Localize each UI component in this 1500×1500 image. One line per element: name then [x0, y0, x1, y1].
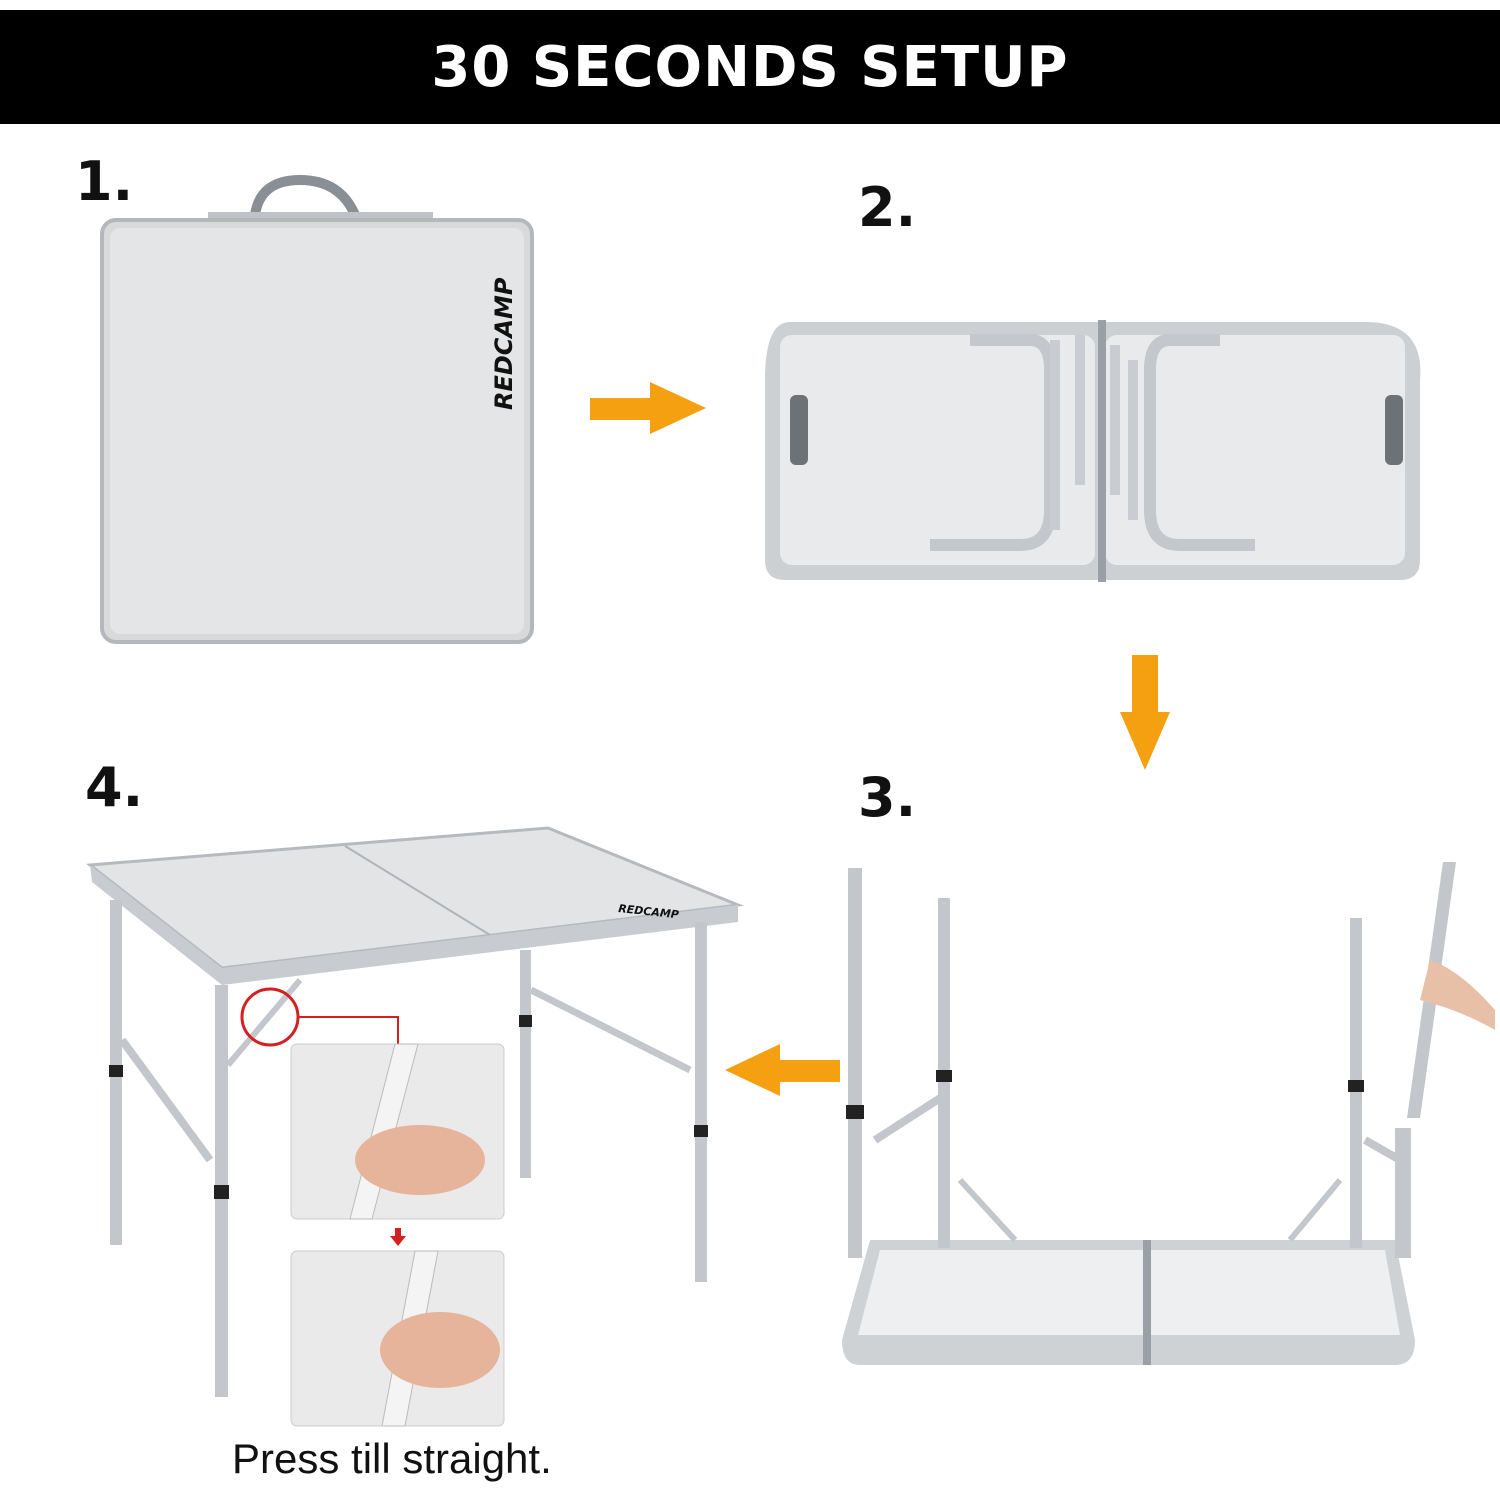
svg-text:REDCAMP: REDCAMP: [618, 902, 680, 921]
arrow-left-icon: [725, 1044, 840, 1096]
step-number-3: 3.: [858, 766, 917, 829]
page-title: 30 SECONDS SETUP: [431, 34, 1069, 100]
step-number-4: 4.: [85, 756, 144, 819]
detail-photo-bottom: [290, 1250, 505, 1427]
opened-case-image: [765, 320, 1421, 582]
instruction-caption: Press till straight.: [232, 1435, 552, 1482]
svg-text:REDCAMP: REDCAMP: [490, 277, 518, 410]
legs-unfolded-table-image: [842, 862, 1495, 1365]
folded-table-image: REDCAMP: [100, 174, 534, 644]
detail-photo-top: [290, 1043, 505, 1220]
arrow-down-small-icon: [390, 1228, 406, 1246]
step-number-2: 2.: [858, 176, 917, 239]
assembled-table-image: REDCAMP: [86, 826, 744, 1397]
arrow-right-icon: [590, 382, 706, 434]
header-banner: 30 SECONDS SETUP: [0, 10, 1500, 124]
step-number-1: 1.: [75, 150, 134, 213]
arrow-down-icon: [1120, 655, 1170, 770]
